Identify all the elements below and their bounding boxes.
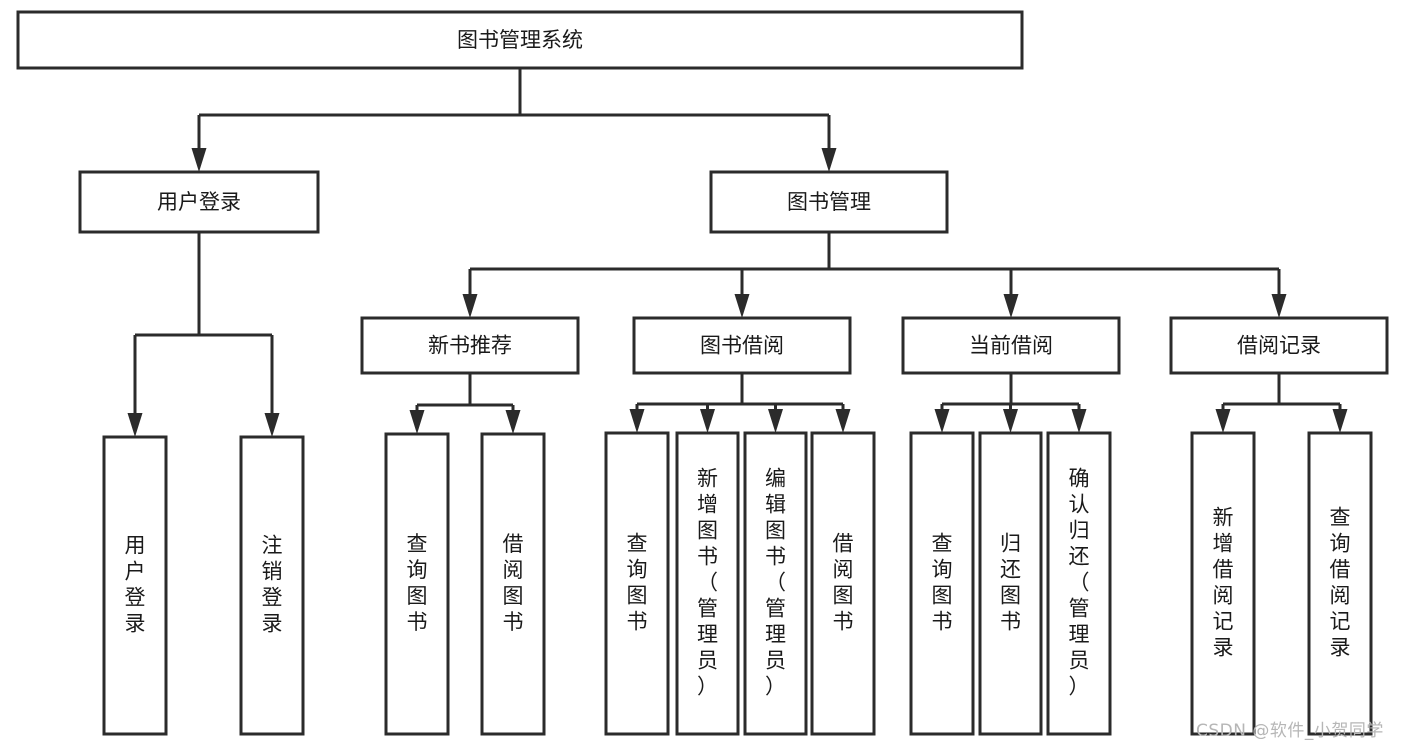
node-label-leaf-query-book-cur: 查询图书 [932, 532, 953, 634]
node-leaf-query-record[interactable]: 查询借阅记录 [1307, 431, 1373, 736]
node-label-root: 图书管理系统 [457, 28, 583, 52]
connector-current-borrow [934, 373, 1087, 433]
node-box-leaf-confirm-return[interactable] [1046, 431, 1112, 736]
node-label-leaf-borrow-book: 借阅图书 [833, 532, 854, 634]
node-label-leaf-logout: 注销登录 [262, 534, 283, 636]
connector-user-login [127, 232, 280, 437]
node-book-borrow[interactable]: 图书借阅 [632, 316, 852, 375]
connector-new-book-rec [409, 373, 521, 434]
node-label-book-borrow: 图书借阅 [700, 334, 784, 358]
node-label-leaf-add-book: 新增图书（管理员） [697, 467, 718, 699]
node-leaf-borrow-book[interactable]: 借阅图书 [810, 431, 876, 736]
node-label-leaf-query-book-borrow: 查询图书 [627, 532, 648, 634]
node-box-root[interactable] [16, 10, 1024, 70]
node-label-leaf-query-book-rec: 查询图书 [407, 532, 428, 634]
node-leaf-user-login[interactable]: 用户登录 [102, 435, 168, 736]
node-label-current-borrow: 当前借阅 [969, 334, 1053, 358]
node-box-leaf-query-record[interactable] [1307, 431, 1373, 736]
node-root[interactable]: 图书管理系统 [16, 10, 1024, 70]
node-user-login[interactable]: 用户登录 [78, 170, 320, 234]
node-label-leaf-query-record: 查询借阅记录 [1330, 506, 1351, 660]
connector-root [191, 68, 837, 172]
node-leaf-add-book[interactable]: 新增图书（管理员） [675, 431, 740, 736]
node-leaf-query-book-borrow[interactable]: 查询图书 [604, 431, 670, 736]
node-new-book-rec[interactable]: 新书推荐 [360, 316, 580, 375]
node-borrow-record[interactable]: 借阅记录 [1169, 316, 1389, 375]
node-leaf-query-book-cur[interactable]: 查询图书 [909, 431, 975, 736]
node-label-leaf-edit-book: 编辑图书（管理员） [765, 467, 786, 699]
connector-book-manage [462, 232, 1287, 318]
node-leaf-confirm-return[interactable]: 确认归还（管理员） [1046, 431, 1112, 736]
node-leaf-edit-book[interactable]: 编辑图书（管理员） [743, 431, 808, 736]
connector-book-borrow [629, 373, 851, 433]
node-box-book-borrow[interactable] [632, 316, 852, 375]
node-box-user-login[interactable] [78, 170, 320, 234]
node-box-leaf-borrow-book[interactable] [810, 431, 876, 736]
node-box-leaf-add-record[interactable] [1190, 431, 1256, 736]
node-leaf-logout[interactable]: 注销登录 [239, 435, 305, 736]
node-box-leaf-user-login[interactable] [102, 435, 168, 736]
node-box-book-manage[interactable] [709, 170, 949, 234]
node-box-leaf-logout[interactable] [239, 435, 305, 736]
node-book-manage[interactable]: 图书管理 [709, 170, 949, 234]
node-leaf-return-book[interactable]: 归还图书 [978, 431, 1043, 736]
node-leaf-add-record[interactable]: 新增借阅记录 [1190, 431, 1256, 736]
node-label-borrow-record: 借阅记录 [1237, 334, 1321, 358]
node-current-borrow[interactable]: 当前借阅 [901, 316, 1121, 375]
node-layer: 图书管理系统用户登录图书管理新书推荐图书借阅当前借阅借阅记录用户登录注销登录查询… [16, 10, 1389, 736]
node-box-borrow-record[interactable] [1169, 316, 1389, 375]
node-box-leaf-edit-book[interactable] [743, 431, 808, 736]
node-box-leaf-borrow-book-rec[interactable] [480, 432, 546, 736]
node-box-leaf-query-book-borrow[interactable] [604, 431, 670, 736]
node-label-leaf-user-login: 用户登录 [125, 534, 146, 636]
connector-layer [127, 68, 1348, 437]
node-label-leaf-return-book: 归还图书 [1000, 532, 1021, 634]
node-label-book-manage: 图书管理 [787, 190, 871, 214]
node-box-leaf-add-book[interactable] [675, 431, 740, 736]
node-box-leaf-return-book[interactable] [978, 431, 1043, 736]
node-leaf-borrow-book-rec[interactable]: 借阅图书 [480, 432, 546, 736]
connector-borrow-record [1215, 373, 1348, 433]
node-label-user-login: 用户登录 [157, 190, 241, 214]
node-label-leaf-borrow-book-rec: 借阅图书 [503, 532, 524, 634]
node-box-leaf-query-book-cur[interactable] [909, 431, 975, 736]
node-box-leaf-query-book-rec[interactable] [384, 432, 450, 736]
node-label-leaf-add-record: 新增借阅记录 [1213, 506, 1234, 660]
node-leaf-query-book-rec[interactable]: 查询图书 [384, 432, 450, 736]
node-label-new-book-rec: 新书推荐 [428, 334, 512, 358]
node-label-leaf-confirm-return: 确认归还（管理员） [1069, 467, 1090, 699]
node-box-current-borrow[interactable] [901, 316, 1121, 375]
node-box-new-book-rec[interactable] [360, 316, 580, 375]
